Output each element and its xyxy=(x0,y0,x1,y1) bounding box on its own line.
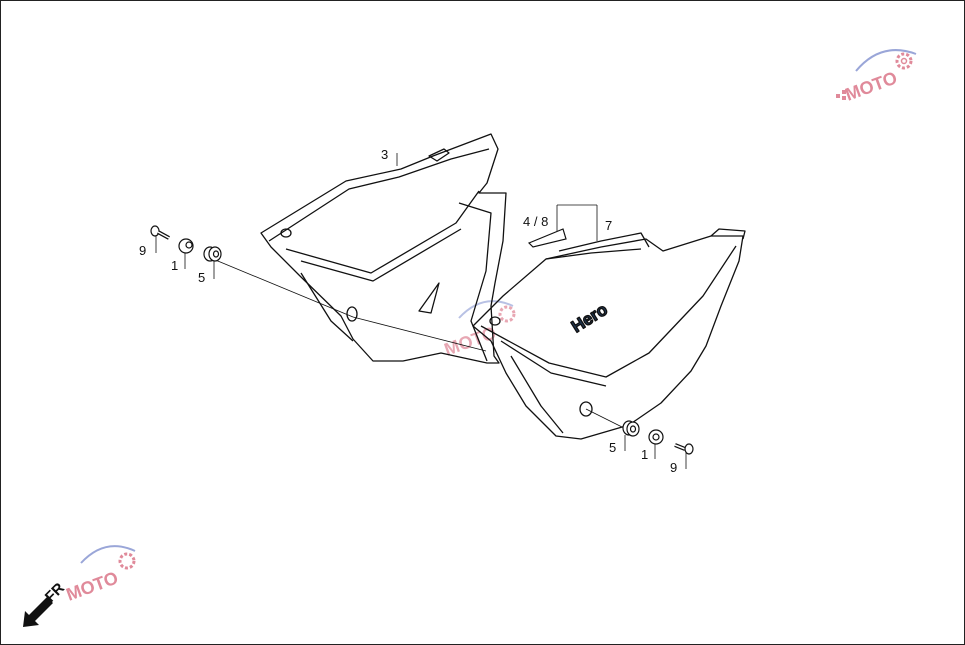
left-side-cover xyxy=(260,133,507,364)
callout-5-right: 5 xyxy=(609,440,616,455)
right-side-cover: Hero xyxy=(472,228,746,440)
callout-labels: 3 4 / 8 7 9 1 5 5 1 9 xyxy=(139,147,677,475)
front-direction-marker: FR xyxy=(23,580,68,627)
part-4-8-tab xyxy=(527,228,567,248)
watermark-text: MOTO xyxy=(64,568,121,605)
callout-5-left: 5 xyxy=(198,270,205,285)
callout-9-right: 9 xyxy=(670,460,677,475)
watermark-logo-top-right: MOTO xyxy=(836,49,917,105)
callout-1-right: 1 xyxy=(641,447,648,462)
gear-icon xyxy=(895,52,913,70)
arrow-down-left-icon xyxy=(23,597,53,627)
gear-icon xyxy=(498,305,516,323)
callout-9-left: 9 xyxy=(139,243,146,258)
watermark-logo-bottom-left: MOTO xyxy=(64,545,136,605)
grommet-left xyxy=(203,246,222,262)
watermark-text: MOTO xyxy=(843,68,900,105)
grommet-right xyxy=(622,420,640,437)
callout-4-8: 4 / 8 xyxy=(523,214,548,229)
callout-1-left: 1 xyxy=(171,258,178,273)
watermark-dots-icon xyxy=(836,90,846,100)
callout-7: 7 xyxy=(605,218,612,233)
washer-left xyxy=(178,238,194,254)
brand-label: Hero xyxy=(568,300,611,337)
washer-right xyxy=(648,429,664,445)
screw-left xyxy=(150,225,170,240)
screw-right xyxy=(674,443,694,455)
gear-icon xyxy=(118,552,136,570)
callout-3: 3 xyxy=(381,147,388,162)
leader-lines xyxy=(155,153,687,469)
